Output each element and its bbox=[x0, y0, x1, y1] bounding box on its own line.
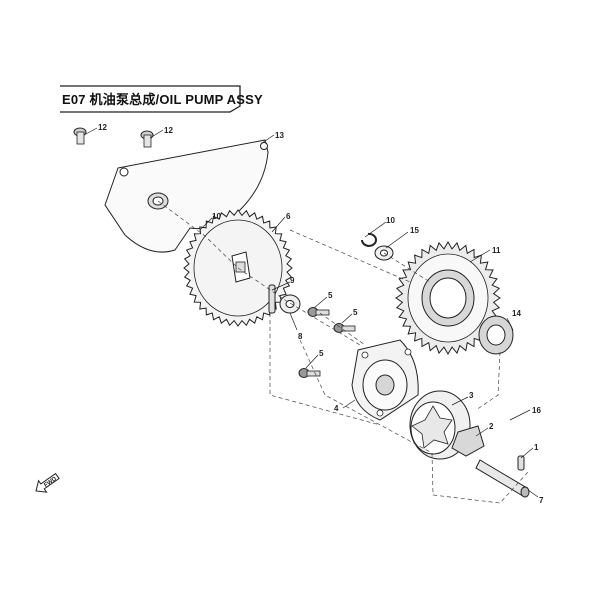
callout-3: 3 bbox=[469, 391, 474, 400]
part-1-pin bbox=[517, 455, 525, 471]
callout-1: 1 bbox=[534, 443, 539, 452]
callout-2: 2 bbox=[489, 422, 494, 431]
leader-lines bbox=[83, 127, 539, 498]
part-11-gear bbox=[395, 241, 501, 355]
callout-11: 11 bbox=[492, 246, 501, 255]
part-2-inner-rotor bbox=[451, 425, 485, 457]
part-12-bolt-a bbox=[73, 127, 87, 145]
part-16-shaft bbox=[475, 459, 530, 498]
callout-5b: 5 bbox=[353, 308, 358, 317]
callout-4: 4 bbox=[334, 404, 339, 413]
diagram-title: E07 机油泵总成/OIL PUMP ASSY bbox=[62, 92, 263, 107]
assembly-dash-lines bbox=[157, 200, 529, 504]
part-5-bolt-a bbox=[307, 307, 330, 317]
part-10-circlip-right bbox=[361, 232, 377, 247]
callout-13: 13 bbox=[275, 131, 284, 140]
callout-16: 16 bbox=[532, 406, 541, 415]
title-frame bbox=[60, 85, 241, 113]
part-4-pump-body bbox=[351, 339, 419, 421]
part-14-bearing bbox=[478, 315, 514, 355]
part-12-bolt-b bbox=[140, 130, 154, 148]
part-5-bolt-c bbox=[298, 368, 321, 378]
callout-9: 9 bbox=[290, 276, 295, 285]
callout-6: 6 bbox=[286, 212, 291, 221]
callout-10b: 10 bbox=[386, 216, 395, 225]
part-5-bolt-b bbox=[333, 323, 356, 333]
callout-5a: 5 bbox=[328, 291, 333, 300]
callout-12b: 12 bbox=[164, 126, 173, 135]
part-8-washer bbox=[279, 294, 301, 314]
callout-8: 8 bbox=[298, 332, 303, 341]
callout-15: 15 bbox=[410, 226, 419, 235]
callout-14: 14 bbox=[512, 309, 521, 318]
callout-12a: 12 bbox=[98, 123, 107, 132]
callout-10a: 10 bbox=[212, 212, 221, 221]
fwd-arrow-icon: FWD bbox=[35, 472, 60, 493]
callout-7: 7 bbox=[539, 496, 544, 505]
part-3-outer-rotor bbox=[409, 390, 471, 460]
callout-5c: 5 bbox=[319, 349, 324, 358]
